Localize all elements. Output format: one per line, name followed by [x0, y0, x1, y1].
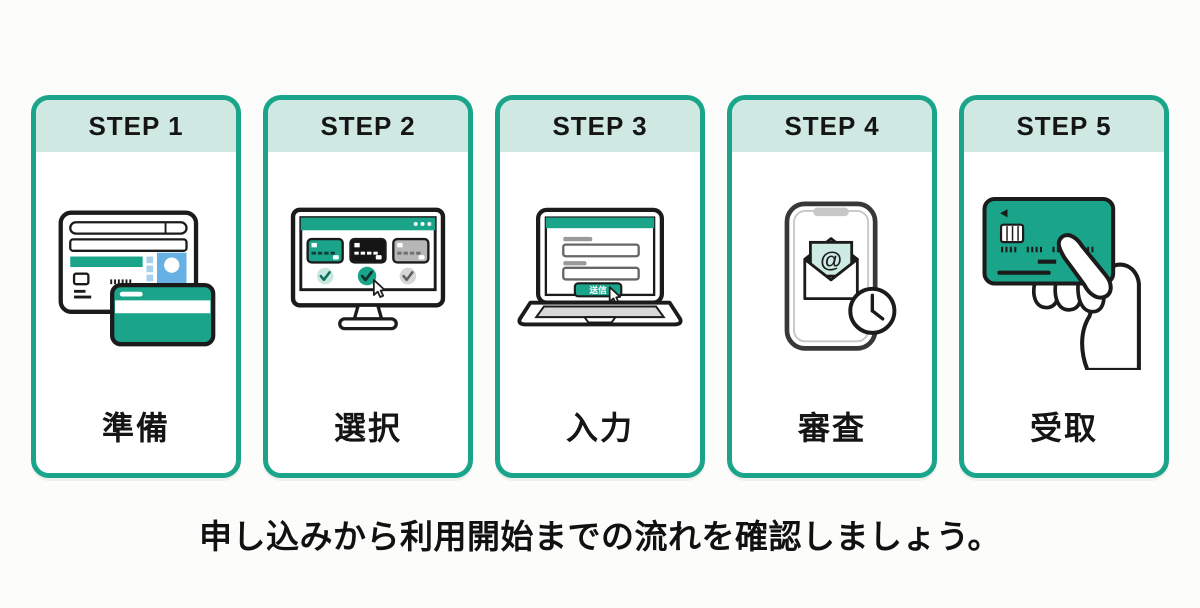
step-1-title: STEP 1 [88, 110, 184, 141]
bank-card [110, 282, 216, 347]
form-fields [562, 236, 640, 281]
step-5-label: 受取 [1029, 410, 1098, 446]
step-3-illustration-area: 送信 [500, 152, 700, 403]
step-card-3: STEP 3 送信 [495, 95, 705, 478]
monitor-card-selection-icon [290, 207, 446, 330]
hand-holding-card-icon [982, 196, 1141, 370]
step-5-title: STEP 5 [1016, 110, 1112, 141]
card-chip [999, 223, 1025, 243]
phone-notch [813, 207, 849, 216]
step-2-label: 選択 [333, 410, 402, 446]
step-4-illustration-area: @ [732, 152, 932, 403]
at-symbol: @ [820, 247, 842, 272]
step-card-5: STEP 5 [959, 95, 1169, 478]
step-3-label: 入力 [565, 410, 634, 446]
step-4-header: STEP 4 [732, 100, 932, 152]
laptop-base [517, 300, 683, 327]
card-option-gray [392, 237, 430, 264]
card-option-green [306, 237, 344, 264]
step-3-title: STEP 3 [552, 110, 648, 141]
steps-row: STEP 1 [31, 95, 1169, 478]
email-envelope: @ [803, 236, 859, 300]
card-option-black [349, 237, 387, 264]
step-2-illustration-area [268, 152, 468, 403]
checkmark-1 [316, 267, 334, 284]
id-card-and-bank-card-icon [58, 210, 216, 347]
cursor-icon [372, 278, 386, 298]
step-1-illustration-area [36, 152, 236, 403]
step-card-4: STEP 4 @ [727, 95, 937, 478]
clock-icon [848, 286, 897, 335]
hand-thumb [1056, 232, 1113, 300]
flow-caption: 申し込みから利用開始までの流れを確認しましょう。 [198, 518, 1002, 555]
monitor-stand [338, 303, 398, 330]
submit-button-label: 送信 [588, 284, 607, 295]
step-3-header: STEP 3 [500, 100, 700, 152]
card-arrow-mark [1000, 208, 1008, 217]
step-card-2: STEP 2 [263, 95, 473, 478]
hand-palm [1080, 262, 1141, 370]
step-1-label: 準備 [101, 410, 170, 446]
step-2-title: STEP 2 [320, 110, 416, 141]
checkmark-3 [399, 267, 417, 284]
laptop-form-icon: 送信 [517, 207, 683, 327]
step-2-header: STEP 2 [268, 100, 468, 152]
smartphone-email-clock-icon: @ [784, 201, 897, 351]
checkmark-2 [357, 266, 377, 285]
step-5-illustration-area [964, 152, 1164, 403]
step-1-header: STEP 1 [36, 100, 236, 152]
step-card-1: STEP 1 [31, 95, 241, 478]
step-4-title: STEP 4 [784, 110, 880, 141]
step-5-header: STEP 5 [964, 100, 1164, 152]
step-4-label: 審査 [797, 410, 866, 446]
